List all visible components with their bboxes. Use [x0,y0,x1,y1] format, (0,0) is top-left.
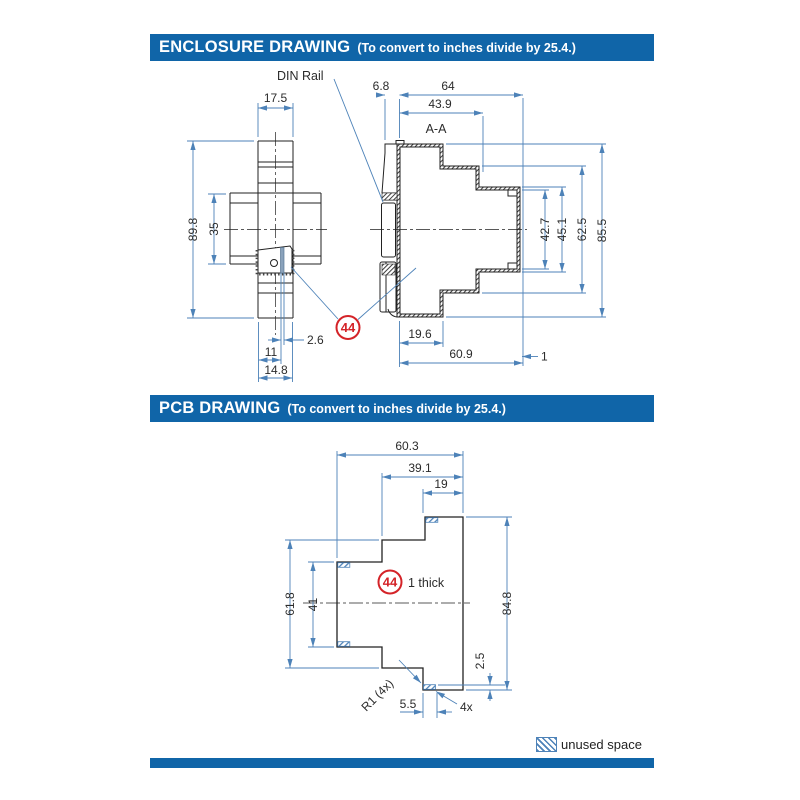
section-label: A-A [426,122,448,136]
dim-pad-height: 2.5 [438,652,505,701]
dim-rail-offset: 6.8 [373,79,409,140]
dim-left-height: 61.8 [283,539,379,669]
dim-text: 11 [265,345,278,359]
dim-inner-height: 45.1 [522,186,569,273]
dim-text: 42.7 [538,217,552,241]
legend-label: unused space [561,737,642,752]
dim-text: 19.6 [408,327,432,341]
pad-count-callout: 4x [435,691,473,714]
rail-latch-upper [381,202,396,258]
din-rail-callout: DIN Rail [277,69,384,203]
enclosure-drawing-canvas: 17.5 89.8 35 2.6 11 [186,69,609,382]
dim-body-depth: 60.9 [399,347,523,366]
pad-lower-left [337,641,351,647]
section-view: A-A DIN Rail 6.8 64 43.9 [277,69,609,367]
dim-foot-depth: 19.6 [399,321,444,367]
section-wall-ring [396,143,521,318]
dim-wall: 1 [522,350,548,364]
pad-bottom [423,684,436,690]
hatch-wedge-top [381,192,398,201]
dim-text: 1 [541,350,548,364]
dim-text: 14.8 [264,363,288,377]
dim-text: 2.5 [473,652,487,669]
thickness-label: 1 thick [408,576,445,590]
dim-text: 19 [434,477,448,491]
pcb-drawing-header: PCB DRAWING (To convert to inches divide… [150,395,654,422]
dim-top-width: 19 [422,477,463,513]
rail-latch-lower [379,261,397,313]
dim-body-height: 85.5 [446,143,609,318]
dim-module-width: 17.5 [257,91,294,137]
pad-top [425,517,439,523]
front-view-outline [229,140,322,319]
dim-text: 17.5 [264,91,288,105]
dim-text: 43.9 [428,97,452,111]
legend: unused space [536,737,642,752]
balloon-number: 44 [341,320,356,335]
dim-text: 64 [441,79,455,93]
unused-space-pads [337,517,439,690]
dim-text: 6.8 [373,79,390,93]
balloon-44-pcb: 44 1 thick [377,569,445,595]
front-view: 17.5 89.8 35 2.6 11 [186,91,327,382]
dim-text: 60.9 [449,347,473,361]
balloon-number: 44 [383,575,398,590]
enclosure-header-title: ENCLOSURE DRAWING [159,38,351,56]
dim-text: 41 [306,598,320,612]
din-rail-label: DIN Rail [277,69,324,83]
dim-text: 85.5 [595,218,609,242]
dim-slot-height: 42.7 [522,189,552,270]
measured-rib [280,247,285,274]
dim-flange-height: 35 [207,193,226,265]
holder-hole [270,259,278,267]
dim-text: 5.5 [400,697,417,711]
dim-text: 61.8 [283,592,297,616]
dim-overall-depth: 64 [399,79,524,366]
bottom-rule [150,758,654,768]
balloon-circle [377,569,403,595]
dim-rib: 2.6 [268,273,324,364]
dim-text: 2.6 [307,333,324,347]
balloon-circle [335,315,361,340]
hatch-swatch [536,737,557,752]
pcb-header-subtitle: (To convert to inches divide by 25.4.) [287,401,506,416]
dim-text: 45.1 [555,217,569,241]
dim-text: 84.8 [500,591,514,615]
balloon-44-enclosure: 44 [290,266,417,340]
dim-mid-width: 39.1 [381,461,463,536]
pcb-view: 44 1 thick 60.3 39.1 19 61.8 [283,439,514,718]
pcb-outline [336,516,464,691]
pad-count-label: 4x [460,700,473,714]
pcb-holder-detail [255,245,295,276]
front-view-centerlines [224,132,327,335]
enclosure-header-subtitle: (To convert to inches divide by 25.4.) [357,40,576,55]
dim-text: 89.8 [186,217,200,241]
dim-overall-height: 89.8 [186,140,254,319]
hatch-wedge-bottom [381,263,396,276]
pcb-header-title: PCB DRAWING [159,399,281,417]
dim-text: 35 [207,222,221,236]
dim-step-height: 62.5 [482,165,589,294]
pcb-guide-hooks [507,189,517,270]
dim-text: 39.1 [408,461,432,475]
dim-bottom-w2: 14.8 [258,322,293,382]
pcb-drawing-canvas: 44 1 thick 60.3 39.1 19 61.8 [283,439,514,718]
enclosure-drawing-header: ENCLOSURE DRAWING (To convert to inches … [150,34,654,61]
dim-bottom-w1: 11 [258,322,281,382]
dim-notch-height: 41 [306,561,334,648]
dim-text: 62.5 [575,217,589,241]
dim-text: 60.3 [395,439,419,453]
pad-upper-left [337,562,351,568]
radius-label: R1 (4x) [358,676,396,714]
